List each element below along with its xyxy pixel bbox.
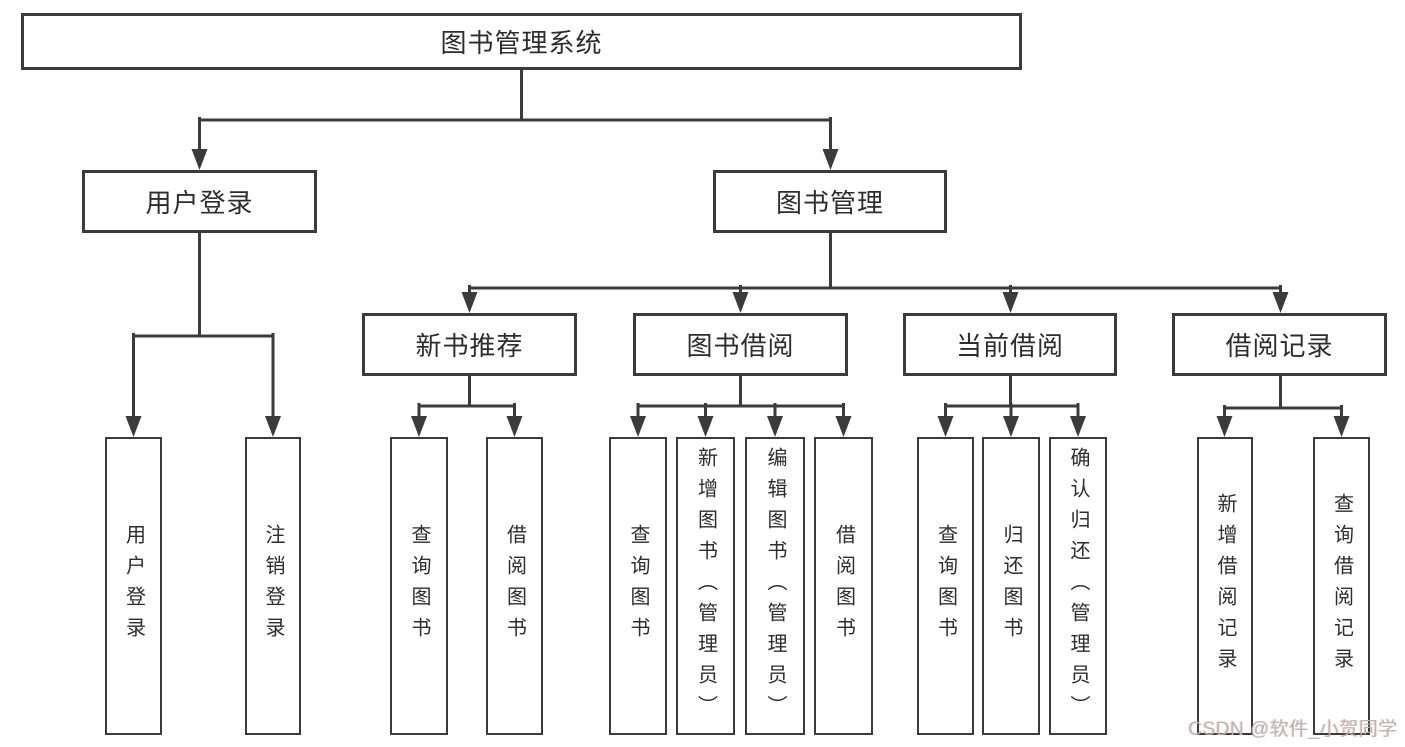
node-root-system: 图书管理系统 (21, 13, 1022, 70)
arrow-icon (506, 416, 523, 437)
arrow-icon (1070, 416, 1086, 437)
arrow-icon (697, 416, 714, 437)
connector-borrow-split (636, 374, 845, 420)
leaf-label: 归还图书 (1000, 524, 1022, 648)
arrow-icon (1272, 292, 1289, 313)
node-book-management-branch: 图书管理 (713, 170, 947, 233)
leaf-logout: 注销登录 (245, 437, 301, 735)
arrow-icon (1216, 416, 1233, 437)
leaf-newbook-query-books: 查询图书 (390, 437, 448, 735)
connector-records-split (1223, 374, 1343, 420)
arrow-icon (191, 149, 208, 170)
node-current-borrow: 当前借阅 (903, 313, 1117, 376)
leaf-label: 用户登录 (122, 524, 145, 648)
leaf-records-query-record: 查询借阅记录 (1313, 437, 1370, 735)
leaf-borrow-borrow-books: 借阅图书 (814, 437, 873, 735)
leaf-borrow-query-books: 查询图书 (609, 437, 667, 735)
arrow-icon (732, 292, 749, 313)
leaf-newbook-borrow-books: 借阅图书 (486, 437, 543, 735)
arrow-icon (835, 416, 852, 437)
leaf-label: 新增图书（管理员） (694, 446, 717, 726)
arrow-icon (125, 416, 142, 437)
arrow-icon (767, 416, 783, 437)
leaf-label: 查询图书 (627, 524, 649, 648)
node-book-borrow: 图书借阅 (633, 313, 848, 376)
leaf-current-confirm-return-admin: 确认归还（管理员） (1049, 437, 1107, 735)
arrow-icon (265, 416, 281, 437)
node-user-login-branch: 用户登录 (82, 170, 317, 233)
leaf-records-add-record: 新增借阅记录 (1197, 437, 1253, 735)
leaf-label: 查询借阅记录 (1330, 493, 1353, 679)
leaf-label: 确认归还（管理员） (1067, 446, 1089, 726)
leaf-label: 新增借阅记录 (1214, 493, 1236, 679)
node-borrow-records: 借阅记录 (1172, 313, 1387, 376)
leaf-label: 查询图书 (408, 524, 430, 648)
leaf-borrow-edit-books-admin: 编辑图书（管理员） (745, 437, 805, 735)
leaf-label: 借阅图书 (832, 524, 855, 648)
arrow-icon (1333, 416, 1350, 437)
connector-bookmgmt-split (468, 231, 1282, 296)
node-new-book-recommend: 新书推荐 (362, 313, 577, 376)
leaf-current-return-books: 归还图书 (982, 437, 1040, 735)
leaf-label: 借阅图书 (503, 524, 526, 648)
csdn-watermark: CSDN @软件_小贺同学 (1188, 719, 1398, 740)
arrow-icon (822, 149, 839, 170)
connector-newbook-split (417, 374, 516, 420)
leaf-borrow-add-books-admin: 新增图书（管理员） (676, 437, 735, 735)
connector-current-split (944, 374, 1080, 420)
leaf-label: 查询图书 (934, 524, 957, 648)
leaf-current-query-books: 查询图书 (917, 437, 974, 735)
arrow-icon (1002, 292, 1019, 313)
arrow-icon (1003, 416, 1019, 437)
leaf-label: 注销登录 (262, 524, 284, 648)
connector-user-split (132, 231, 275, 420)
leaf-user-login: 用户登录 (105, 437, 162, 735)
leaf-label: 编辑图书（管理员） (764, 446, 786, 726)
connector-root (198, 68, 832, 152)
arrow-icon (461, 292, 478, 313)
arrow-icon (411, 416, 427, 437)
arrow-icon (937, 416, 954, 437)
arrow-icon (630, 416, 646, 437)
